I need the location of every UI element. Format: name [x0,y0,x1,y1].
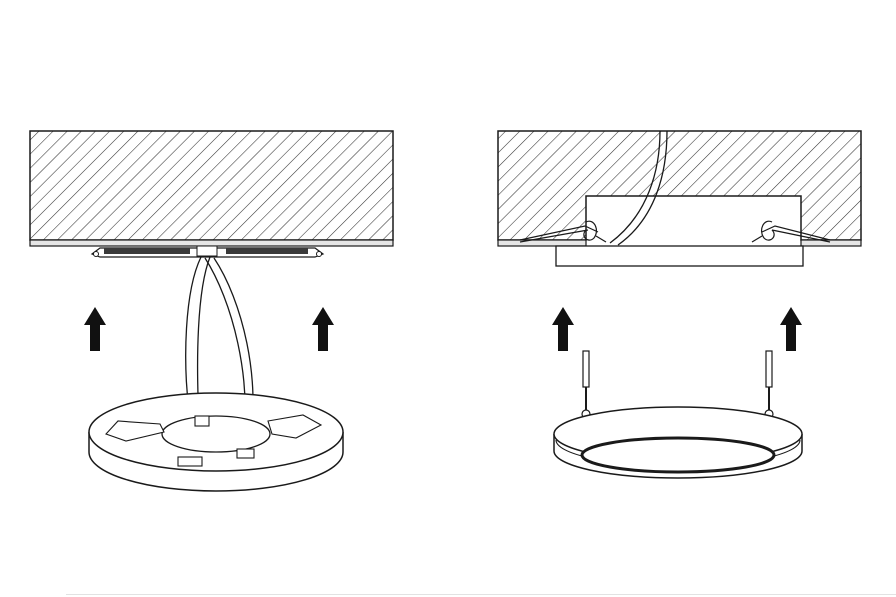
up-arrow-icon [312,307,334,351]
left-panel [29,130,394,492]
mounting-bracket-left [90,245,325,258]
power-cable-right [609,130,668,246]
ceiling-block-left [29,130,394,247]
spring-clip-left-raised [581,350,591,419]
base-plate-disc [88,392,344,492]
ceiling-block-right [497,130,862,247]
up-arrow-icon [84,307,106,351]
installed-panel [555,245,804,267]
spring-clip-right-raised [764,350,774,419]
right-panel [497,130,862,479]
up-arrow-icon [552,307,574,351]
spring-clip-left-installed [519,220,607,243]
bottom-divider [66,594,896,595]
up-arrow-icon [780,307,802,351]
spring-clip-right-installed [751,220,831,243]
round-panel-light [553,406,803,479]
